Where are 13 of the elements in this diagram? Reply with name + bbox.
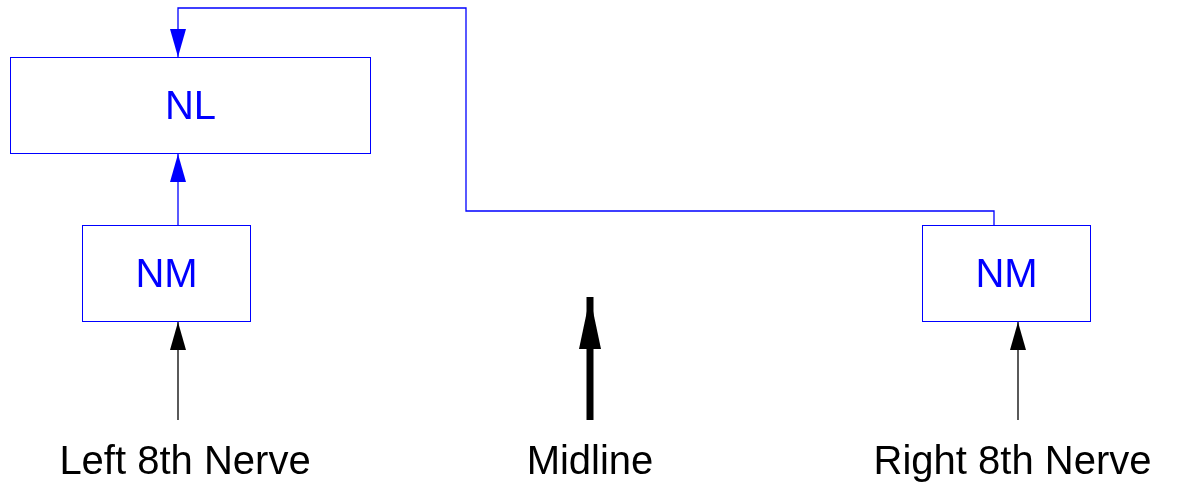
nerve-label: Right 8th Nerve: [873, 438, 1152, 482]
node-label: NM: [975, 251, 1038, 296]
nerve-label: Left 8th Nerve: [59, 438, 311, 482]
nucleus-box: [922, 225, 1091, 322]
nerve-label: Midline: [526, 438, 654, 482]
arrow: [170, 7, 995, 226]
node-label: NM: [135, 251, 198, 296]
arrow: [1010, 321, 1026, 421]
node-label: NL: [164, 83, 217, 128]
arrow: [170, 321, 186, 421]
arrow: [170, 153, 186, 226]
nucleus-box: [10, 57, 371, 154]
nucleus-box: [82, 225, 251, 322]
